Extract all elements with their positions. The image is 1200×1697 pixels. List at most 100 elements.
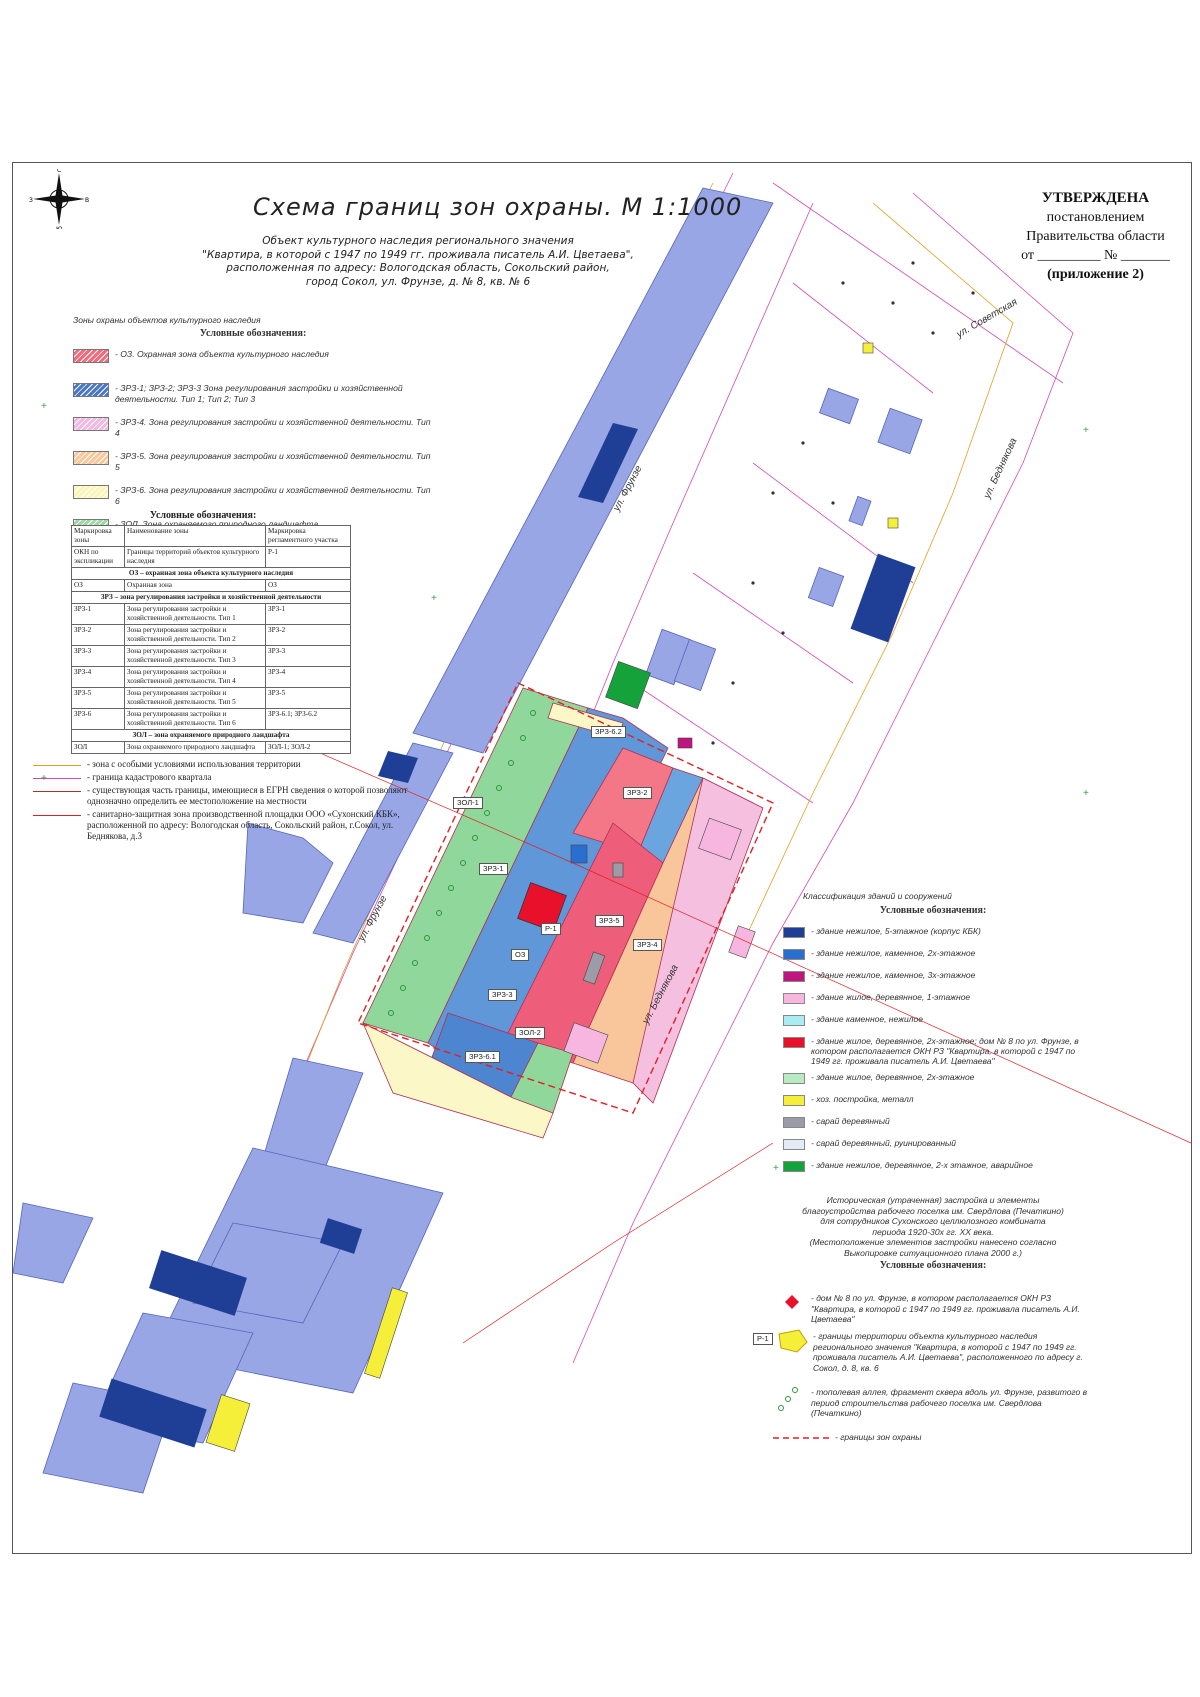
class-legend-text: - здание жилое, деревянное, 2х-этажное [811, 1072, 975, 1082]
class-swatch [783, 1161, 805, 1172]
class-legend-row: - здание нежилое, каменное, 2х-этажное [783, 948, 1083, 964]
table-cell: ЗОЛ [71, 741, 125, 754]
historic-line: периода 1920-30х гг. XX века. [872, 1226, 994, 1237]
classification-caption: Классификация зданий и сооружений [803, 891, 952, 901]
class-legend-row: - сарай деревянный, руинированный [783, 1138, 1083, 1154]
map-drawing [13, 172, 1191, 1494]
zone-swatch [73, 383, 109, 397]
zones-legend-heading: Условные обозначения: [199, 328, 307, 339]
p1-territory-icon [778, 1329, 808, 1353]
line-legend-text: - существующая часть границы, имеющиеся … [87, 785, 408, 806]
table-cell: Зона регулирования застройки и хозяйстве… [124, 603, 266, 625]
class-swatch [783, 1073, 805, 1084]
class-legend-row: - сарай деревянный [783, 1116, 1083, 1132]
class-swatch [783, 1139, 805, 1150]
class-swatch [783, 949, 805, 960]
grid-cross-icon: + [431, 593, 437, 604]
table-cell: ОКН по экспликации [71, 546, 125, 568]
table-row: ЗОЛ – зона охраняемого природного ландша… [71, 729, 351, 742]
approval-head: УТВЕРЖДЕНА [1041, 190, 1150, 206]
table-cell: ЗРЗ-4 [71, 666, 125, 688]
table-header-cell: Маркировка зоны [71, 525, 125, 547]
compass-icon: С Ю З В [29, 169, 89, 229]
class-legend-row: - хоз. постройка, металл [783, 1094, 1083, 1110]
map-label-oz: ОЗ [511, 949, 530, 961]
subtitle-line: "Квартира, в которой с 1947 по 1949 гг. … [202, 248, 634, 261]
class-legend-row: - здание жилое, деревянное, 1-этажное [783, 992, 1083, 1008]
table-cell: Зона регулирования застройки и хозяйстве… [124, 666, 266, 688]
okn-building [517, 882, 567, 932]
table-cell: ОЗ [71, 579, 125, 592]
table-cell: ЗРЗ-3 [71, 645, 125, 667]
historic-line: Историческая (утраченная) застройка и эл… [826, 1195, 1040, 1205]
table-cell: Зона регулирования застройки и хозяйстве… [124, 645, 266, 667]
class-swatch [783, 1117, 805, 1128]
line-legend-text: - санитарно-защитная зона производственн… [87, 809, 400, 841]
zone-legend-text: - ЗРЗ-6. Зона регулирования застройки и … [115, 485, 431, 506]
map-sheet: С Ю З В Схема границ зон охраны. М 1:100… [12, 162, 1192, 1554]
subtitle-line: Объект культурного наследия региональног… [262, 235, 574, 247]
compass-w: З [29, 197, 33, 204]
class-legend-row: - здание нежилое, каменное, 3х-этажное [783, 970, 1083, 986]
class-legend-row: - здание жилое, деревянное, 2х-этажное; … [783, 1036, 1083, 1066]
compass-s: Ю [56, 226, 63, 229]
class-legend-row: - здание нежилое, 5-этажное (корпус КБК) [783, 926, 1083, 942]
buildings-dark [99, 423, 916, 1448]
zone-legend-row: - ОЗ. Охранная зона объекта культурного … [73, 349, 433, 377]
table-cell: Охранная зона [124, 579, 266, 592]
class-swatch [783, 1015, 805, 1026]
map-label-zol2: ЗОЛ-2 [515, 1027, 545, 1039]
table-cell: Зона регулирования застройки и хозяйстве… [124, 708, 266, 730]
line-legend-text: - зона с особыми условиями использования… [87, 759, 301, 769]
map-label-p1: Р-1 [541, 923, 561, 935]
map-label-zrz2: ЗРЗ-2 [623, 787, 652, 799]
class-legend-row: - здание нежилое, деревянное, 2-х этажно… [783, 1160, 1083, 1176]
zone-legend-row: - ЗРЗ-1; ЗРЗ-2; ЗРЗ-3 Зона регулирования… [73, 383, 433, 411]
table-cell: Зона регулирования застройки и хозяйстве… [124, 687, 266, 709]
table-title: Условные обозначения: [149, 510, 257, 521]
map-label-zol1: ЗОЛ-1 [453, 797, 483, 809]
approval-line4: (приложение 2) [1047, 267, 1144, 282]
map-subtitle: Объект культурного наследия региональног… [183, 235, 653, 289]
line-legend-row: - существующая часть границы, имеющиеся … [33, 785, 413, 807]
table-cell: ЗРЗ-6 [71, 708, 125, 730]
historic-item1: - дом № 8 по ул. Фрунзе, в котором распо… [811, 1293, 1080, 1324]
class-legend-text: - здание нежилое, каменное, 3х-этажное [811, 970, 976, 980]
subtitle-line: город Сокол, ул. Фрунзе, д. № 8, кв. № 6 [305, 275, 531, 288]
table-cell: ЗРЗ-2 [71, 624, 125, 646]
grid-cross-icon: + [1083, 788, 1089, 799]
map-title: Схема границ зон охраны. М 1:1000 [253, 193, 743, 221]
line-legend-row: - зона с особыми условиями использования… [33, 759, 413, 770]
map-label-zrz5: ЗРЗ-5 [595, 915, 624, 927]
map-label-zrz62: ЗРЗ-6.2 [591, 726, 626, 738]
line-legend-text: - граница кадастрового квартала [87, 772, 212, 782]
historic-heading: Условные обозначения: [879, 1259, 987, 1271]
class-swatch [783, 993, 805, 1004]
map-label-zrz3: ЗРЗ-3 [488, 989, 517, 1001]
table-cell: Границы территорий объектов культурного … [124, 546, 266, 568]
compass-n: С [57, 169, 61, 174]
grid-cross-icon: + [773, 1163, 779, 1174]
zone-swatch [73, 417, 109, 431]
historic-line: для сотрудников Сухонского целлюлозного … [820, 1216, 1046, 1227]
table-cell: ЗРЗ-5 [71, 687, 125, 709]
zone-legend-row: - ЗРЗ-6. Зона регулирования застройки и … [73, 485, 433, 513]
historic-line: благоустройства рабочего поселка им. Све… [802, 1205, 1064, 1216]
class-legend-text: - сарай деревянный [811, 1116, 890, 1126]
class-legend-row: - здание жилое, деревянное, 2х-этажное [783, 1072, 1083, 1088]
zones-legend-caption: Зоны охраны объектов культурного наследи… [73, 315, 261, 325]
historic-line: Выкопировке ситуационного плана 2000 г.) [843, 1247, 1023, 1258]
grid-cross-icon: + [41, 773, 47, 784]
zone-swatch [73, 451, 109, 465]
classification-legend: Классификация зданий и сооружений Условн… [783, 891, 1083, 1182]
line-swatch [33, 778, 81, 779]
approval-line3: от _________ № _______ [1021, 248, 1170, 263]
table-cell: Зона регулирования застройки и хозяйстве… [124, 624, 266, 646]
